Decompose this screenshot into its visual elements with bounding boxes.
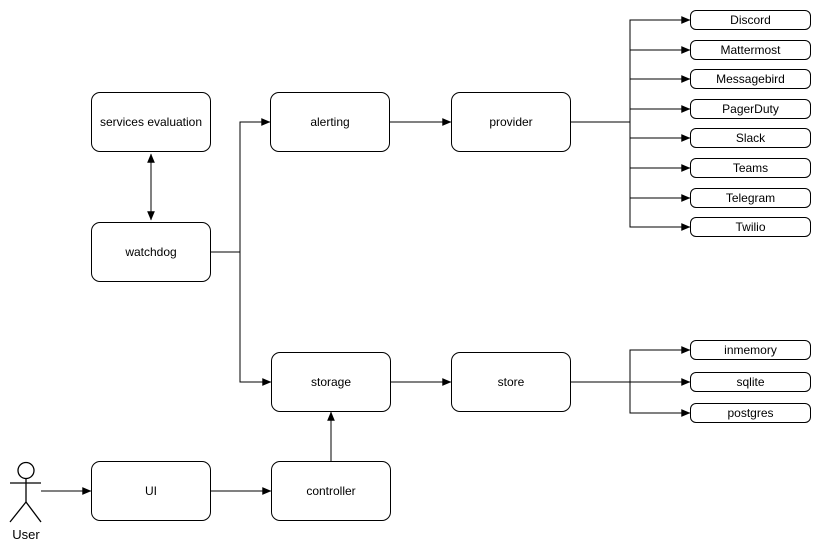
user-actor-icon: [9, 461, 42, 523]
node-alerting-label: alerting: [310, 115, 350, 129]
edge-provider-messagebird: [571, 75, 691, 123]
node-provider: provider: [451, 92, 571, 152]
edge-provider-twilio: [571, 121, 691, 231]
node-watchdog-label: watchdog: [125, 245, 177, 259]
provider-messagebird-label: Messagebird: [716, 72, 785, 86]
node-storage-label: storage: [310, 375, 352, 389]
node-store-postgres: postgres: [690, 403, 811, 423]
provider-telegram-label: Telegram: [725, 191, 776, 205]
node-store-inmemory: inmemory: [690, 340, 811, 360]
node-storage: storage: [271, 352, 391, 412]
node-store-sqlite: sqlite: [690, 372, 811, 392]
provider-twilio-label: Twilio: [735, 220, 766, 234]
node-provider-label: provider: [489, 115, 533, 129]
provider-pagerduty-label: PagerDuty: [722, 102, 779, 116]
node-watchdog: watchdog: [91, 222, 211, 282]
edge-provider-telegram: [571, 121, 691, 202]
node-provider-twilio: Twilio: [690, 217, 811, 237]
edge-watchdog-storage: [211, 251, 272, 386]
provider-teams-label: Teams: [732, 161, 769, 175]
node-provider-discord: Discord: [690, 10, 811, 30]
node-alerting: alerting: [270, 92, 390, 152]
node-provider-telegram: Telegram: [690, 188, 811, 208]
edge-provider-teams: [571, 121, 691, 172]
provider-discord-label: Discord: [730, 13, 771, 27]
node-services-evaluation: services evaluation: [91, 92, 211, 152]
node-store: store: [451, 352, 571, 412]
provider-mattermost-label: Mattermost: [720, 43, 781, 57]
node-controller: controller: [271, 461, 391, 521]
node-provider-teams: Teams: [690, 158, 811, 178]
node-provider-slack: Slack: [690, 128, 811, 148]
store-inmemory-label: inmemory: [724, 343, 777, 357]
node-ui: UI: [91, 461, 211, 521]
node-ui-label: UI: [145, 484, 157, 498]
store-postgres-label: postgres: [727, 406, 774, 420]
node-provider-messagebird: Messagebird: [690, 69, 811, 89]
store-sqlite-label: sqlite: [736, 375, 765, 389]
node-store-label: store: [497, 375, 525, 389]
node-provider-mattermost: Mattermost: [690, 40, 811, 60]
edge-store-postgres: [571, 381, 691, 417]
node-controller-label: controller: [306, 484, 356, 498]
provider-slack-label: Slack: [735, 131, 766, 145]
node-provider-pagerduty: PagerDuty: [690, 99, 811, 119]
edge-provider-discord: [571, 16, 691, 123]
edge-store-inmemory: [571, 346, 691, 383]
user-actor-label: User: [12, 527, 40, 542]
edge-provider-mattermost: [571, 46, 691, 123]
node-services-evaluation-label: services evaluation: [99, 115, 203, 129]
edge-provider-slack: [571, 121, 691, 142]
edge-provider-pagerduty: [571, 105, 691, 123]
edge-watchdog-alerting: [211, 118, 271, 253]
